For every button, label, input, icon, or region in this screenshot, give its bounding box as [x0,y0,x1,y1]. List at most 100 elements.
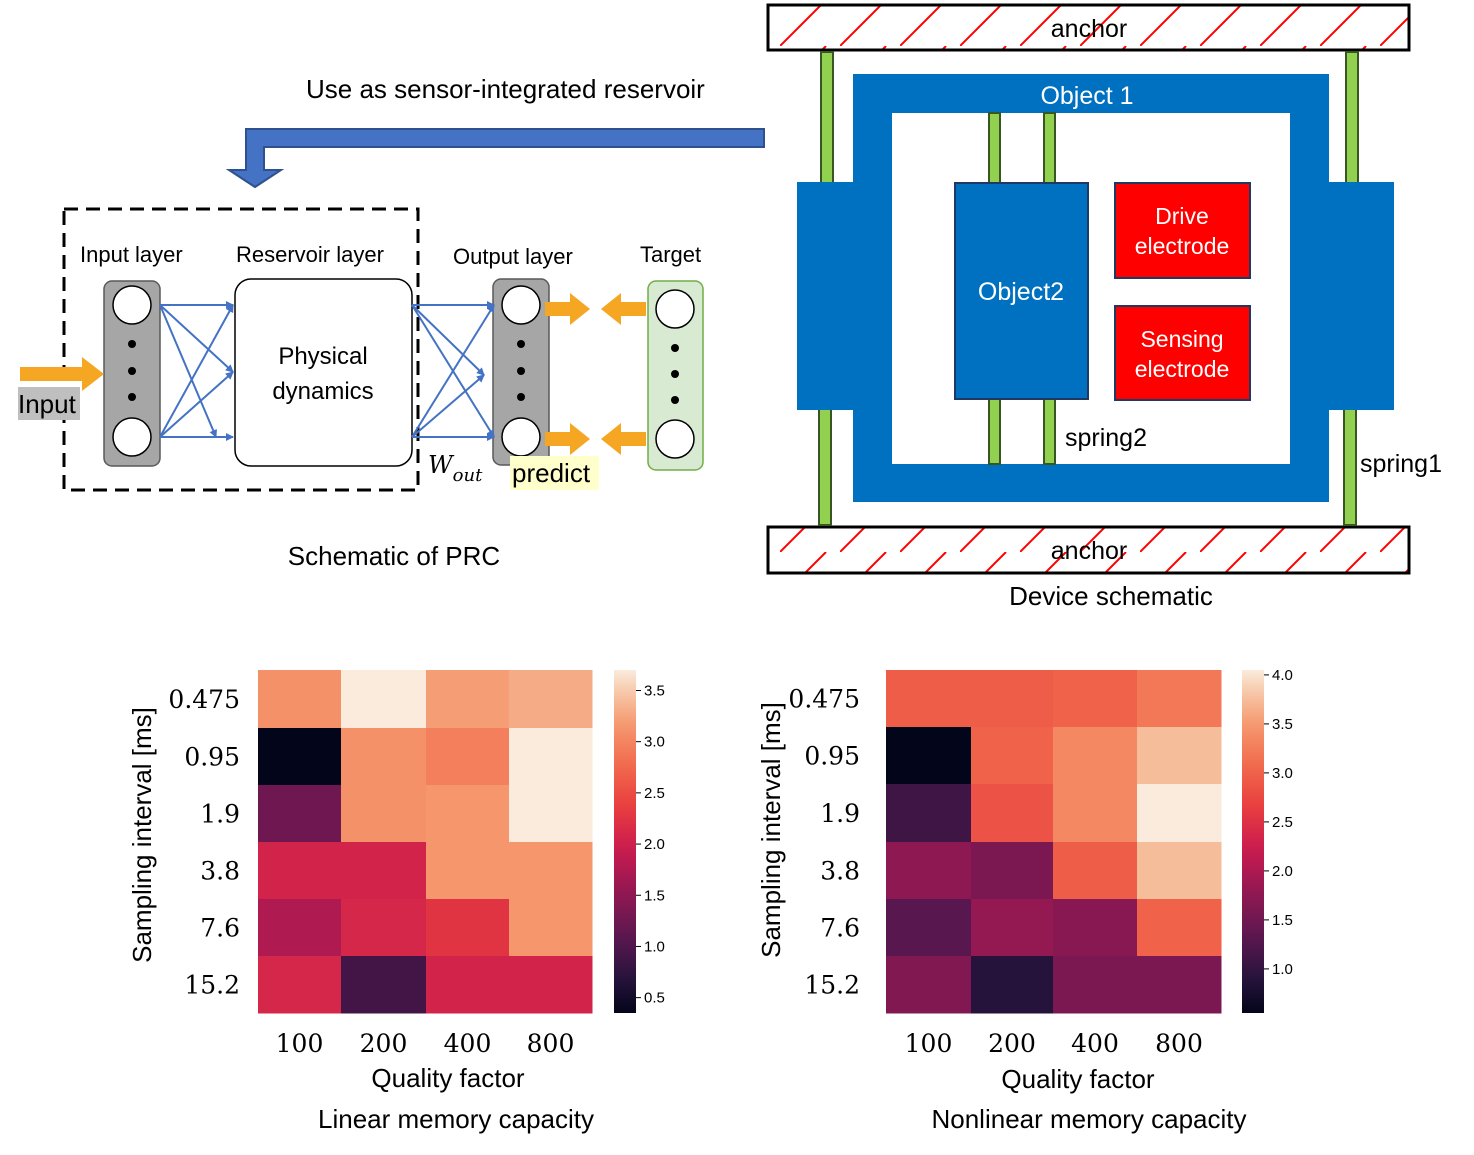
heatmap-cell [886,899,972,957]
y-tick-label: 3.8 [200,857,240,886]
ellipsis-dot [517,367,525,375]
input-node-top [112,285,152,325]
heatmap-cell [258,899,342,957]
object1-right-tab [1325,182,1394,410]
heatmap-cell [1053,784,1138,843]
heatmap-cell [1053,899,1138,957]
y-tick-label: 7.6 [820,914,860,943]
y-axis-label: Sampling interval [ms] [127,707,157,963]
heatmap-cell [258,956,342,1014]
reservoir-box [234,278,413,467]
heatmap-cell [886,842,972,900]
output-node-bottom [501,417,541,457]
heatmap-cell [886,956,972,1014]
heatmap-cell [426,785,510,843]
colorbar-tick-label: 3.5 [1272,716,1293,733]
colorbar-tick-label: 1.0 [1272,961,1293,978]
heatmap-cell [426,899,510,957]
colorbar [614,670,636,1013]
heatmap-cell [1053,727,1138,785]
x-tick-label: 800 [1155,1029,1203,1058]
heatmap-cell [971,842,1054,900]
ellipsis-dot [671,370,679,378]
colorbar-ticks: 1.01.52.02.53.03.54.0 [1264,667,1293,978]
heatmap-cell [341,899,427,957]
heatmap-cell [341,728,427,786]
x-tick-label: 400 [444,1029,492,1058]
colorbar-tick-label: 1.5 [644,887,665,904]
input-layer-label: Input layer [80,242,183,267]
heatmap-cell [509,842,593,900]
input-connections [159,301,234,441]
x-tick-label: 200 [360,1029,408,1058]
reservoir-boundary [62,207,420,492]
wout-label: Wout [428,451,483,486]
ellipsis-dot [128,367,136,375]
nonlinear-caption: Nonlinear memory capacity [931,1104,1246,1134]
colorbar-tick-label: 2.5 [644,785,665,802]
heatmap-cell [509,956,593,1014]
anchor-bottom-label: anchor [1051,537,1127,565]
compare-arrows [545,293,646,455]
heatmap-cell [1137,842,1222,900]
device-caption: Device schematic [1009,581,1213,611]
target-label: Target [640,242,701,267]
anchor-bottom [766,525,1411,575]
heatmap-cell [426,956,510,1014]
y-tick-label: 0.475 [168,685,240,714]
colorbar-ticks: 0.51.01.52.02.53.03.5 [636,682,665,1007]
predict-label-bg [510,456,599,490]
spring2 [1043,112,1056,184]
colorbar-tick-label: 2.0 [644,836,665,853]
device-schematic: anchor anchor Object 1 Object2 Drive [766,3,1442,611]
arrow-caption: Use as sensor-integrated reservoir [306,74,705,104]
heatmap-cell [426,842,510,900]
spring1-label: spring1 [1360,450,1442,478]
heatmap-cells [258,670,593,1014]
input-label-bg [18,387,80,420]
spring1 [1345,51,1359,184]
heatmap-cell [258,842,342,900]
x-tick-label: 800 [527,1029,575,1058]
colorbar-tick-label: 1.5 [1272,912,1293,929]
x-tick-label: 400 [1071,1029,1119,1058]
heatmap-cell [258,728,342,786]
heatmap-cells [886,670,1222,1014]
drive-electrode [1114,182,1251,279]
object1-label: Object 1 [1040,82,1133,110]
sensing-electrode-label-1: Sensing [1140,326,1223,352]
spring1 [1343,407,1357,526]
reservoir-text-1: Physical [278,343,367,370]
heatmap-cell [426,670,510,729]
heatmap-cell [341,670,427,729]
spring2-group [988,112,1056,465]
reservoir-layer-label: Reservoir layer [236,242,384,267]
colorbar-tick-label: 3.0 [1272,765,1293,782]
reservoir-text-2: dynamics [272,378,373,405]
y-tick-label: 0.95 [804,742,860,771]
heatmap-cell [341,956,427,1014]
target-node-bottom [655,419,695,459]
ellipsis-dot [671,344,679,352]
y-tick-label: 1.9 [200,800,240,829]
ellipsis-dot [128,340,136,348]
predict-label: predict [512,458,591,488]
object1-cavity [892,113,1290,464]
output-node-top [501,285,541,325]
heatmap-cell [1137,727,1222,785]
x-tick-label: 200 [988,1029,1036,1058]
heatmap-cell [341,842,427,900]
y-tick-label: 1.9 [820,799,860,828]
heatmap-cell [509,728,593,786]
output-layer-label: Output layer [453,244,573,269]
heatmap-cell [1137,670,1222,728]
input-arrow [20,357,104,391]
heatmap-cell [971,956,1054,1014]
heatmap-cell [971,899,1054,957]
ellipsis-dot [517,393,525,401]
ellipsis-dot [517,340,525,348]
